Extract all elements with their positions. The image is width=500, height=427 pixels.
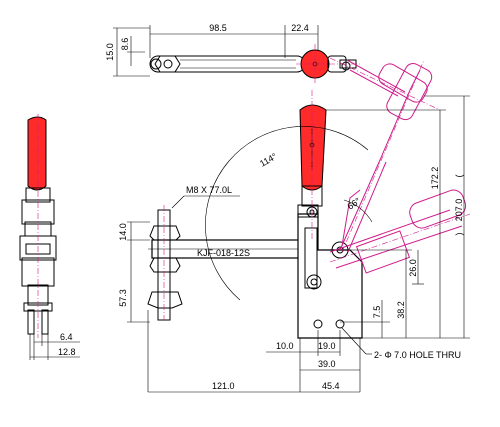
dim-6-4: 6.4 xyxy=(60,332,73,342)
hole-thru-label: 2- Φ 7.0 HOLE THRU xyxy=(374,350,461,360)
bolt-spec-label: M8 X 77.0L xyxy=(186,185,232,195)
model-number-label: KJF-018-12S xyxy=(197,248,250,258)
dim-8-6: 8.6 xyxy=(120,38,130,51)
dim-22-4: 22.4 xyxy=(291,23,309,33)
dim-121-0: 121.0 xyxy=(212,381,235,391)
side-view: 114° 66° M8 X 77.0L KJF-018-12S 14.0 57.… xyxy=(118,59,471,393)
top-view: 15.0 8.6 98.5 22.4 xyxy=(105,23,441,111)
front-view: 6.4 12.8 xyxy=(19,114,80,360)
dim-57-3: 57.3 xyxy=(118,289,128,307)
dim-39-0: 39.0 xyxy=(318,359,336,369)
dim-172-2: 172.2 xyxy=(430,167,440,190)
dim-7-5: 7.5 xyxy=(372,306,382,319)
dim-15-0: 15.0 xyxy=(105,43,115,61)
dim-12-8: 12.8 xyxy=(58,347,76,357)
dim-98-5: 98.5 xyxy=(209,23,227,33)
dim-45-4: 45.4 xyxy=(322,381,340,391)
angle-114: 114° xyxy=(258,151,279,169)
dim-10-0: 10.0 xyxy=(276,341,294,351)
dim-207-0-paren-open: ( xyxy=(454,175,464,178)
dim-207-0: 207.0 xyxy=(454,199,464,222)
dim-38-2: 38.2 xyxy=(396,301,406,319)
dim-207-0-paren-close: ) xyxy=(454,233,464,236)
dim-14-0: 14.0 xyxy=(118,223,128,241)
dim-26-0: 26.0 xyxy=(408,259,418,277)
dim-19-0: 19.0 xyxy=(318,341,336,351)
